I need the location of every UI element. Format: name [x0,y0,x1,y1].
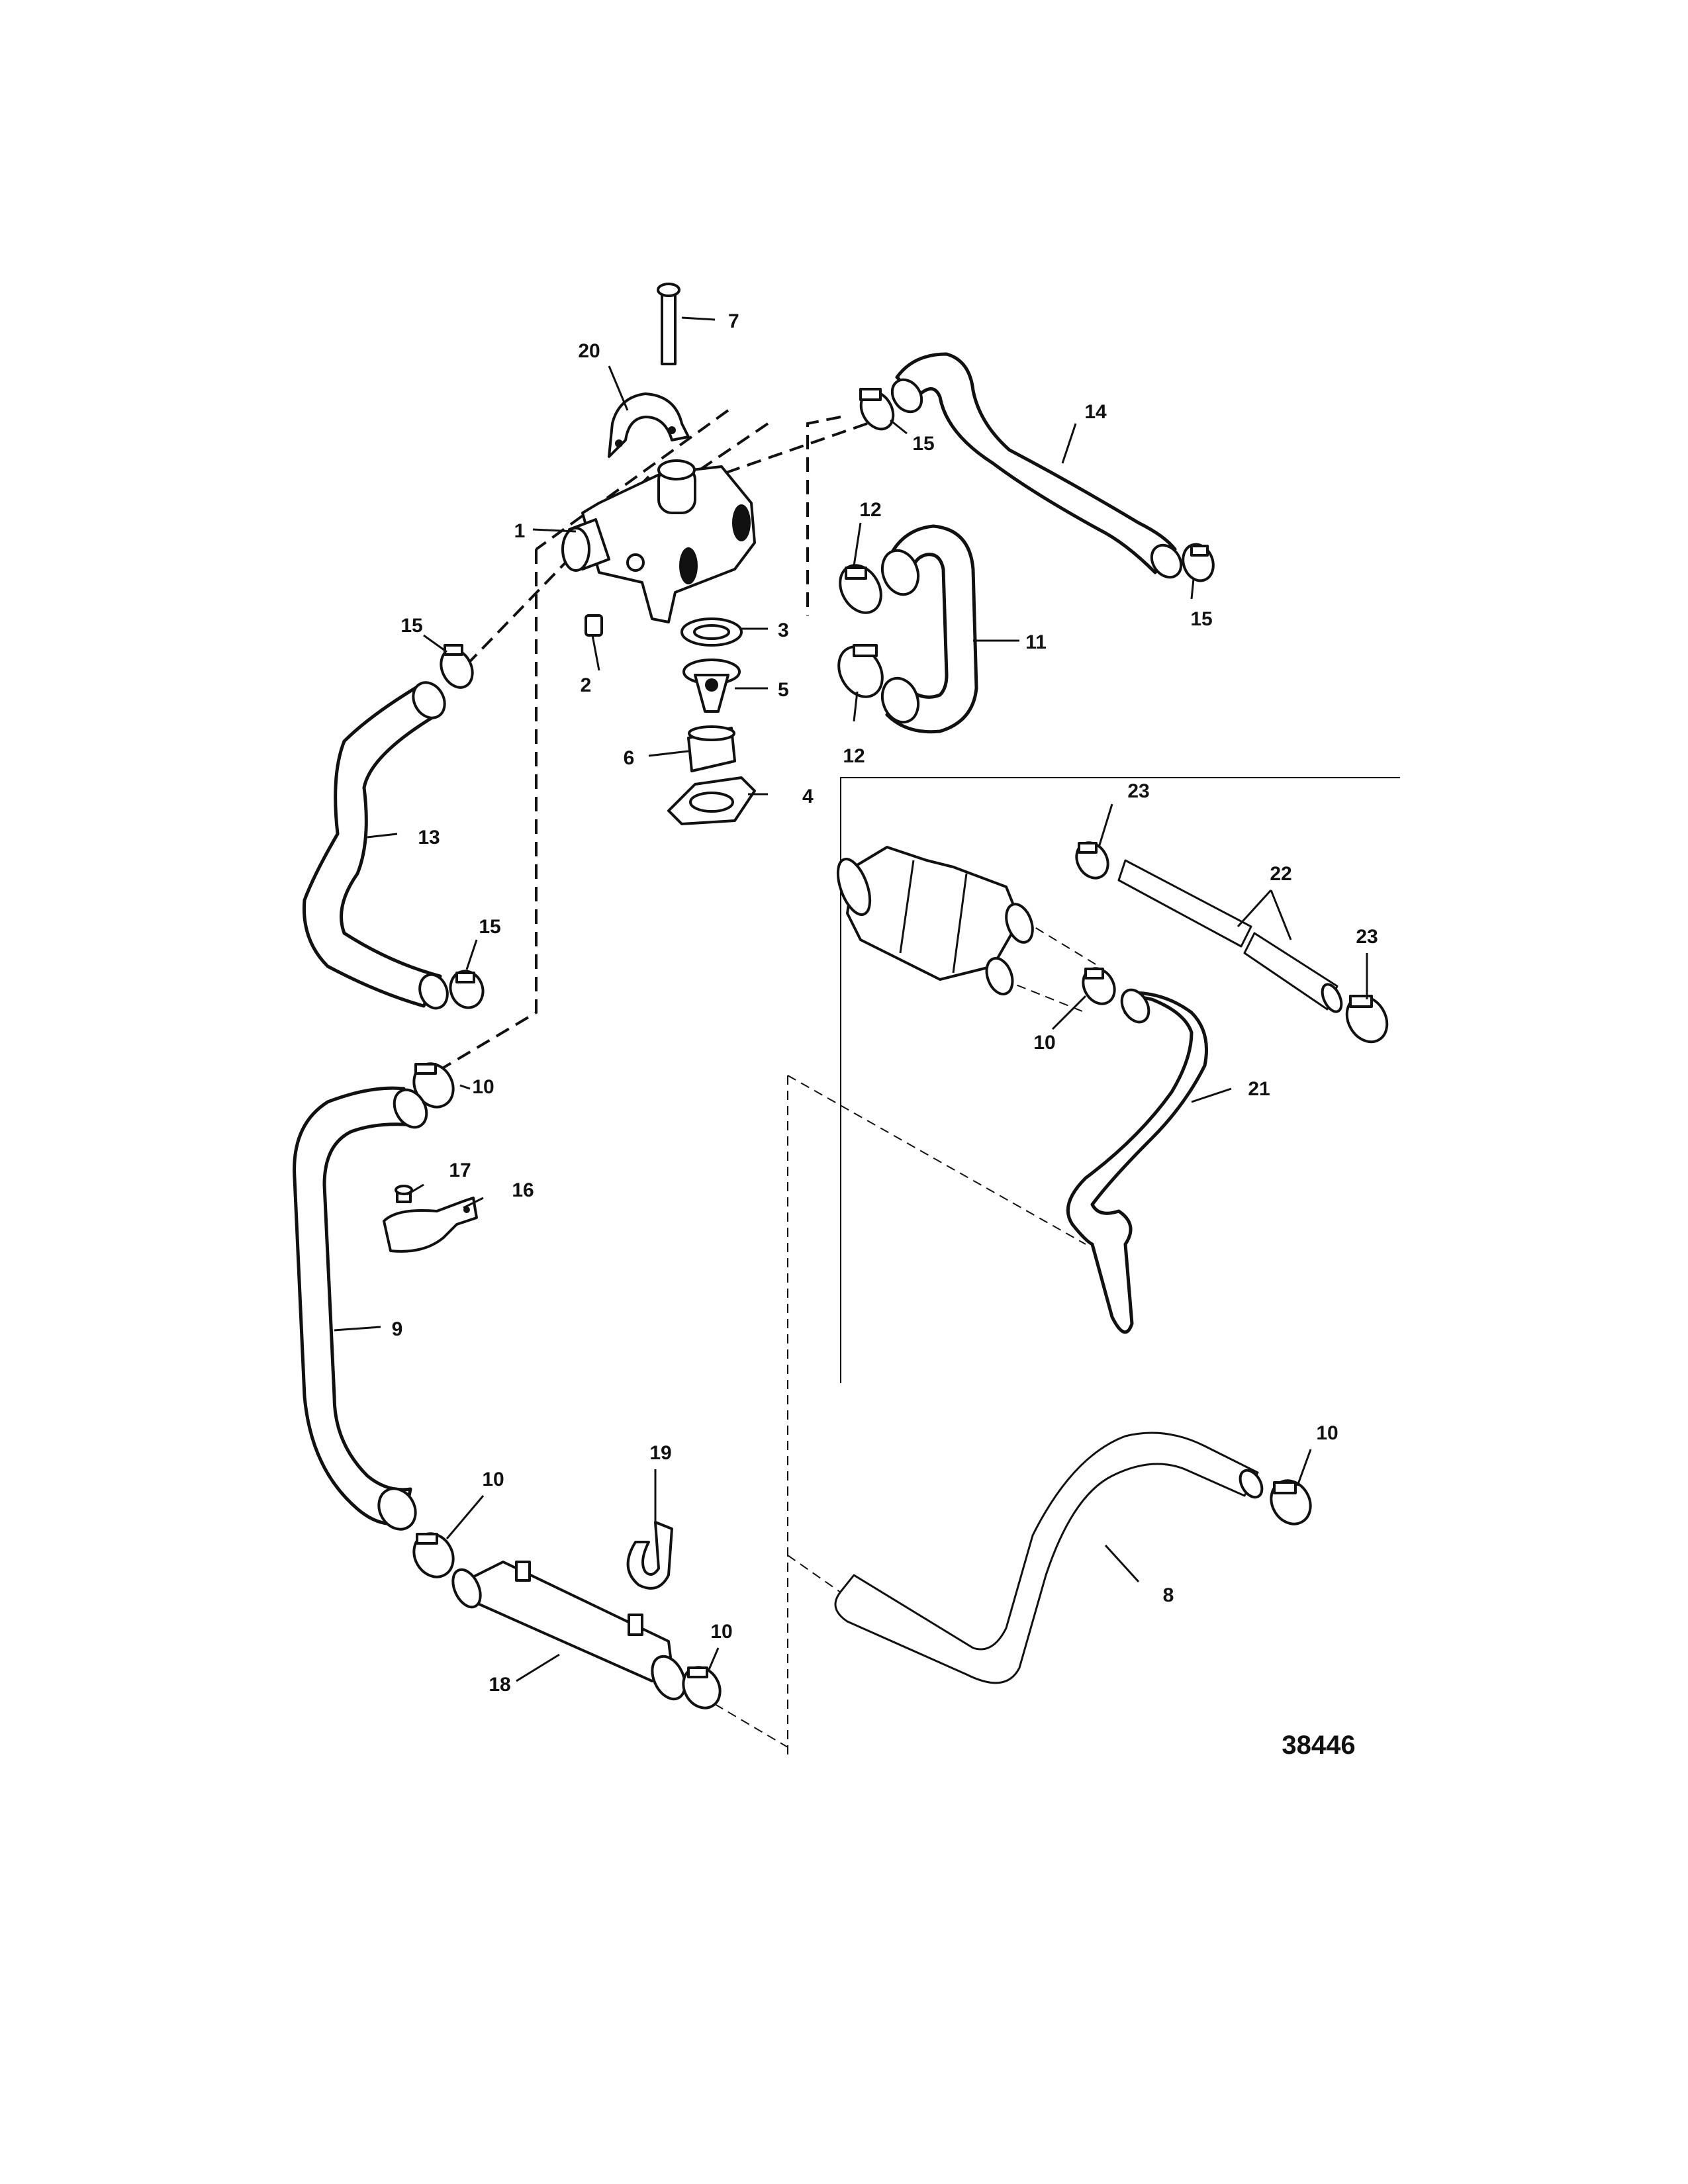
callout-10d: 10 [1316,1422,1338,1444]
callout-17: 17 [449,1160,471,1181]
assembly-dash-lines [429,409,1100,1757]
callout-15d: 15 [479,916,500,938]
callout-labels: 7 20 1 2 3 5 6 4 15 15 15 15 14 12 12 11… [392,310,1378,1696]
callout-2: 2 [581,674,592,696]
clip-part-16 [383,1197,478,1253]
callout-12b: 12 [843,745,865,767]
callout-9: 9 [392,1318,403,1340]
hose-clamp-10b [412,1532,455,1578]
callout-14: 14 [1084,401,1107,423]
callout-10e: 10 [1033,1032,1055,1054]
hose-clamp-10a [412,1062,455,1109]
hose-part-8 [834,1432,1264,1684]
callout-3: 3 [778,619,789,641]
callout-22: 22 [1270,863,1291,885]
hose-clamp-15c [1182,543,1215,582]
thermostat-part-5 [682,659,741,713]
callout-10a: 10 [472,1076,494,1098]
callout-5: 5 [778,679,789,701]
callout-4: 4 [802,786,814,807]
hose-clamp-12a [839,564,882,614]
hose-part-9 [293,1086,428,1531]
figure-number: 38446 [1282,1731,1355,1760]
callout-8: 8 [1163,1584,1174,1606]
cooler-part-18 [451,1561,686,1701]
hose-clamp-10e [1082,967,1116,1005]
callout-1: 1 [514,520,526,542]
callout-16: 16 [512,1179,534,1201]
sleeve-part-6 [687,725,736,772]
callout-12a: 12 [859,499,881,521]
gasket-plate-part-4 [667,776,756,825]
hose-clamp-15b [859,388,895,431]
callout-21: 21 [1248,1078,1270,1100]
leader-lines [334,316,1368,1682]
inset-frame [840,777,1400,1383]
callout-6: 6 [624,747,635,769]
bracket-part-19 [626,1521,673,1590]
hose-part-14 [890,352,1183,579]
hose-clamp-15a [440,644,474,689]
callout-15b: 15 [912,433,934,455]
callout-15a: 15 [400,615,422,637]
bracket-part-20 [608,392,690,458]
hose-clamp-12b [837,644,884,698]
callout-18: 18 [489,1674,510,1696]
callout-7: 7 [728,310,739,332]
callout-23a: 23 [1127,780,1149,802]
hose-part-11 [880,524,978,734]
gasket-part-3 [680,617,743,647]
callout-19: 19 [649,1442,671,1464]
callout-23b: 23 [1356,926,1378,948]
hose-clamp-15d [449,970,485,1009]
hose-part-22 [1117,859,1343,1013]
hose-clamp-10c [682,1666,722,1709]
hose-part-13 [302,681,449,1010]
hose-part-21 [1066,988,1208,1334]
plug-part-2 [585,614,603,637]
thermostat-housing-part-1 [561,459,756,623]
callout-13: 13 [418,827,440,848]
bolt-part-7 [657,283,680,365]
callout-11: 11 [1025,631,1047,653]
callout-20: 20 [578,340,600,362]
callout-10c: 10 [710,1621,732,1643]
hose-clamp-23a [1075,841,1109,880]
callout-10b: 10 [482,1469,504,1490]
callout-15c: 15 [1190,608,1212,630]
hose-clamp-10d [1270,1479,1312,1525]
inset-cooler-assembly [836,846,1034,996]
